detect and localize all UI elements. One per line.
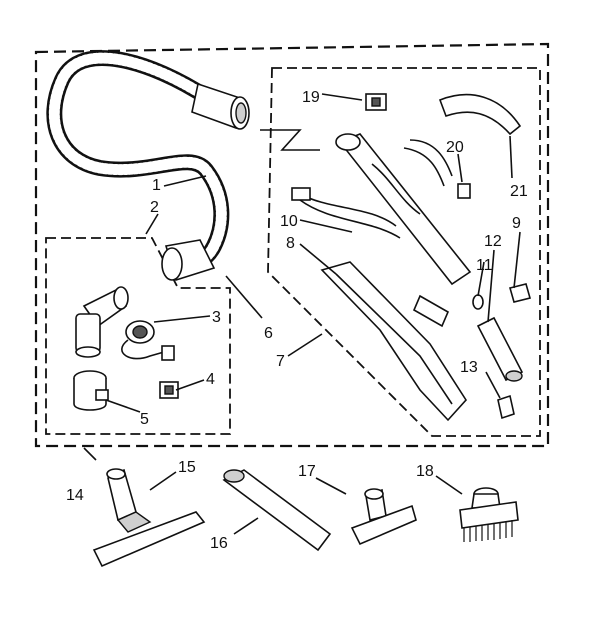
switch [365,93,387,111]
latch-clip [509,283,531,303]
callout-8: 8 [286,235,295,252]
callout-17: 17 [298,463,316,480]
callout-14: 14 [66,487,84,504]
handle-assembly-boundary [267,67,541,437]
clip [159,381,179,399]
callout-labels: 1 2 3 4 5 6 7 8 9 10 11 12 13 14 15 16 1… [66,89,528,552]
leader-lines [83,93,521,535]
cord-connector [121,320,175,361]
swivel-cap [73,370,109,411]
end-cap [497,394,515,420]
crevice-tool [222,469,332,552]
wand-handle [291,133,472,328]
hose [46,50,250,282]
callout-7: 7 [276,353,285,370]
kit-boundary-outline [34,42,550,448]
washer [472,294,484,310]
callout-16: 16 [210,535,228,552]
callout-6: 6 [264,325,273,342]
callout-19: 19 [302,89,320,106]
callout-4: 4 [206,371,215,388]
callout-5: 5 [140,411,149,428]
callout-21: 21 [510,183,528,200]
callout-9: 9 [512,215,521,232]
upholstery-tool [350,488,417,546]
callout-10: 10 [280,213,298,230]
swivel-elbow [75,286,129,358]
floor-nozzle [92,468,206,568]
roller-tube [476,316,524,382]
nut [457,183,471,199]
handle-cover [320,261,468,422]
dusting-brush [459,487,519,542]
handle-top-cover [438,93,522,136]
callout-11: 11 [476,257,493,274]
swivel-assembly-boundary [45,237,231,435]
callout-3: 3 [212,309,221,326]
callout-18: 18 [416,463,434,480]
callout-13: 13 [460,359,478,376]
callout-15: 15 [178,459,196,476]
callout-1: 1 [152,177,161,194]
callout-12: 12 [484,233,502,250]
callout-2: 2 [150,199,159,216]
callout-20: 20 [446,139,464,156]
